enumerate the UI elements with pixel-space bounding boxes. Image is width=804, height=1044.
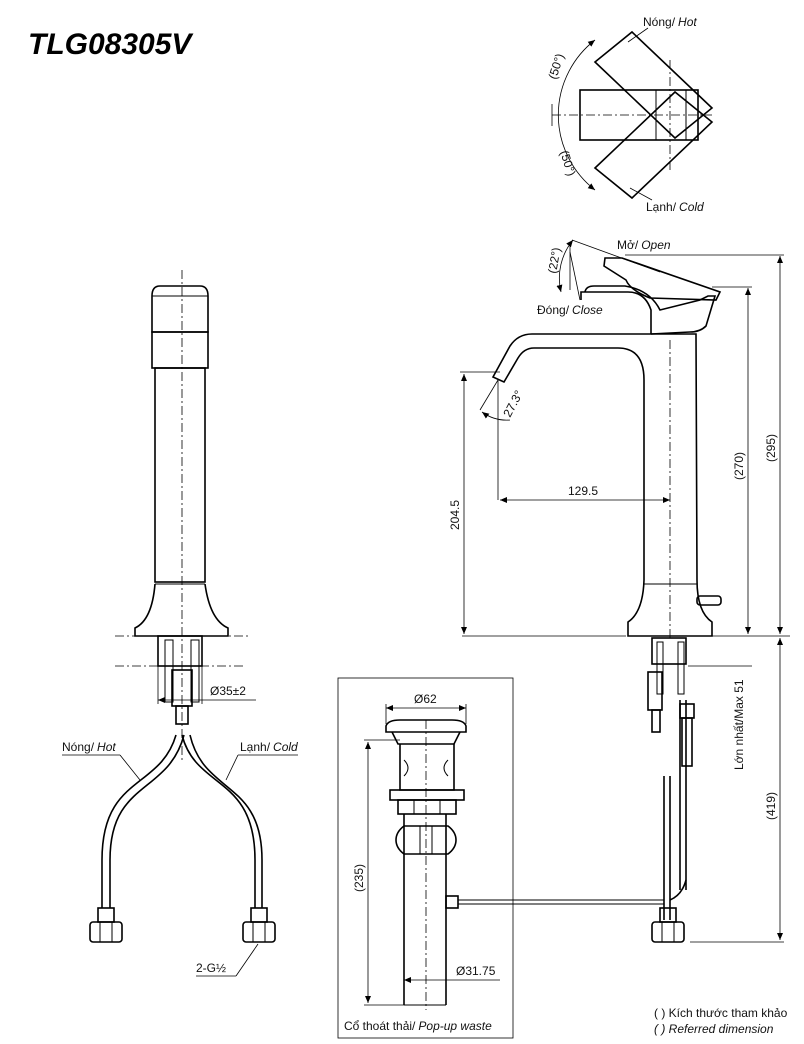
height-295-label: (295): [764, 434, 778, 462]
angle-upper-label: (50°): [546, 52, 567, 81]
diameter-3175-label: Ø31.75: [456, 964, 496, 978]
side-view: (22°) Mở/Open Đóng/Close 27.3° 129.5 204…: [448, 238, 790, 943]
popup-waste: Ø62 (235) Ø31.75 Cổ thoát thải/Pop-up wa…: [337, 677, 664, 1039]
height-235-label: (235): [352, 864, 366, 892]
close-label: Đóng/Close: [537, 303, 603, 317]
angle-handle-label: (22°): [545, 246, 563, 274]
reach-label: 129.5: [568, 484, 598, 498]
front-cold-label: Lạnh/Cold: [240, 740, 298, 754]
legend-vi: ( ) Kích thước tham khảo: [654, 1006, 788, 1020]
angle-lower-label: (50°): [557, 149, 578, 178]
front-hot-label: Nóng/Hot: [62, 740, 116, 754]
height-270-label: (270): [732, 452, 746, 480]
model-title: TLG08305V: [28, 28, 194, 61]
top-view: (50°) (50°) Nóng/Hot Lạnh/Cold: [546, 15, 714, 214]
waste-caption: Cổ thoát thải/Pop-up waste: [344, 1019, 492, 1033]
front-view: Ø35±2 Nóng/Hot Lạnh/Cold 2-G½: [62, 270, 298, 977]
open-label: Mở/Open: [617, 238, 671, 252]
diameter-62-label: Ø62: [414, 692, 437, 706]
max-51-label: Lớn nhất/Max 51: [732, 679, 746, 770]
diameter-35-label: Ø35±2: [210, 684, 246, 698]
top-hot-label: Nóng/Hot: [643, 15, 697, 29]
angle-spout-label: 27.3°: [500, 388, 526, 420]
spout-height-label: 204.5: [448, 500, 462, 530]
thread-label: 2-G½: [196, 961, 226, 975]
height-419-label: (419): [764, 792, 778, 820]
top-cold-label: Lạnh/Cold: [646, 200, 704, 214]
legend-en: ( ) Referred dimension: [654, 1022, 774, 1036]
